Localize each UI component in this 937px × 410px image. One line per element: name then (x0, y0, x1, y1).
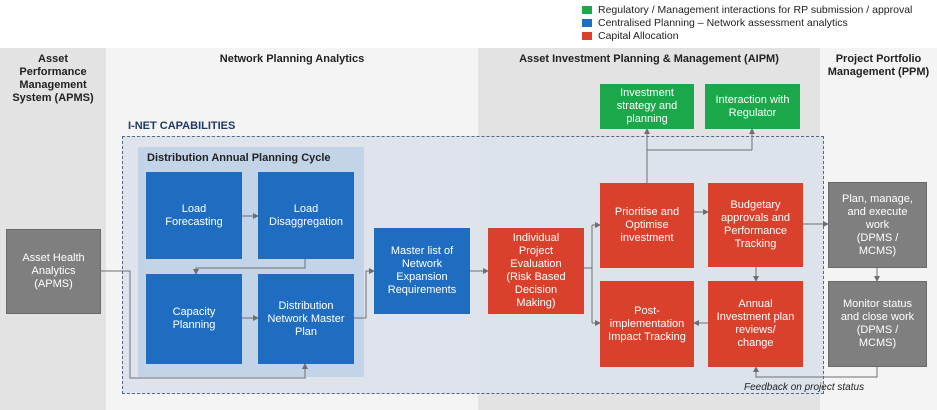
legend-item-centralised: Centralised Planning – Network assessmen… (582, 17, 848, 29)
investment-strategy-box: Investment strategy and planning (600, 84, 694, 129)
capacity-planning-box: Capacity Planning (146, 274, 242, 364)
distribution-network-master-plan-box: Distribution Network Master Plan (258, 274, 354, 364)
feedback-label: Feedback on project status (744, 382, 865, 393)
aipm-heading: Asset Investment Planning & Management (… (519, 53, 779, 65)
npa-heading: Network Planning Analytics (219, 53, 365, 65)
dapc-label: Distribution Annual Planning Cycle (147, 152, 331, 164)
legend-label: Regulatory / Management interactions for… (598, 4, 913, 16)
legend-swatch-red (582, 32, 592, 40)
apms-heading: Asset Performance Management System (APM… (12, 53, 94, 104)
asset-health-analytics-box: Asset Health Analytics (APMS) (6, 229, 101, 314)
load-disaggregation-box: Load Disaggregation (258, 172, 354, 259)
legend-item-regulatory: Regulatory / Management interactions for… (582, 4, 912, 16)
post-implementation-box: Post- implementation Impact Tracking (600, 281, 694, 367)
monitor-status-box: Monitor status and close work (DPMS / MC… (828, 281, 927, 367)
interaction-with-regulator-box: Interaction with Regulator (705, 84, 800, 129)
legend-swatch-blue (582, 19, 592, 27)
legend-label: Capital Allocation (598, 30, 679, 42)
prioritise-optimise-box: Prioritise and Optimise investment (600, 183, 694, 268)
legend-swatch-green (582, 6, 592, 14)
individual-project-evaluation-box: Individual Project Evaluation (Risk Base… (488, 228, 584, 314)
master-list-box: Master list of Network Expansion Require… (374, 228, 470, 314)
ppm-heading: Project Portfolio Management (PPM) (827, 53, 930, 78)
annual-investment-review-box: Annual Investment plan reviews/ change (708, 281, 803, 367)
budgetary-approvals-box: Budgetary approvals and Performance Trac… (708, 183, 803, 267)
legend-label: Centralised Planning – Network assessmen… (598, 17, 848, 29)
inet-label: I-NET CAPABILITIES (128, 120, 236, 132)
legend-item-capital: Capital Allocation (582, 30, 679, 42)
load-forecasting-box: Load Forecasting (146, 172, 242, 259)
plan-manage-execute-box: Plan, manage, and execute work (DPMS / M… (828, 182, 927, 268)
